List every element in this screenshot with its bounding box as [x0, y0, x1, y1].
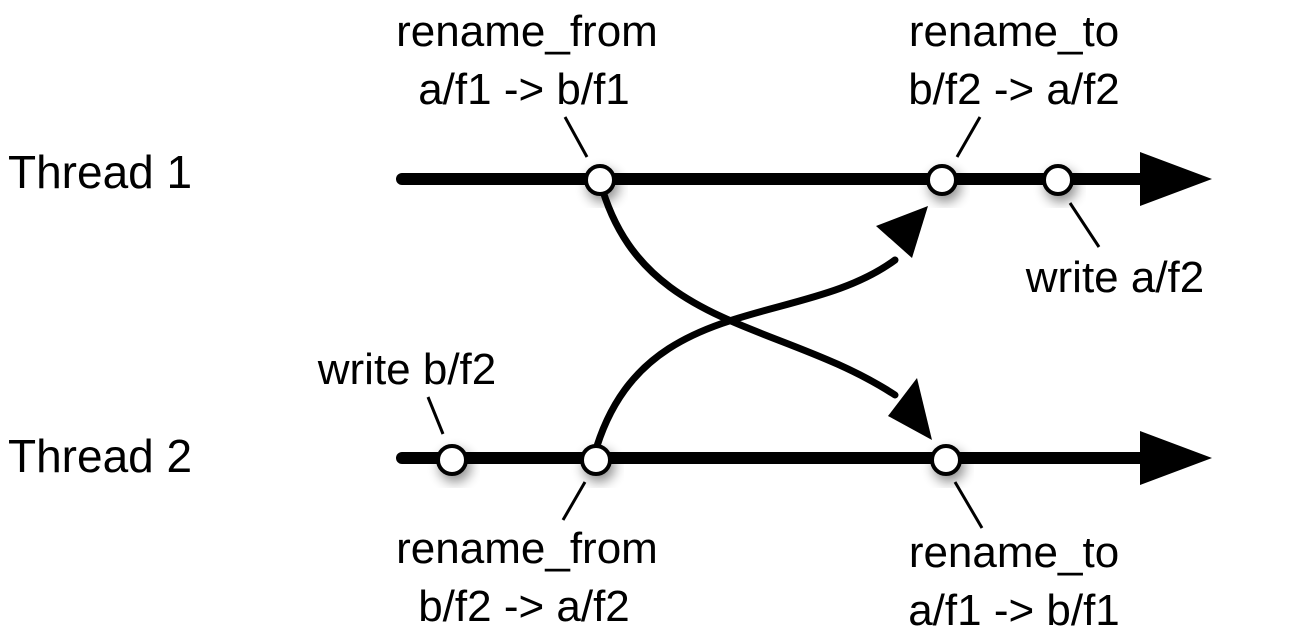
leader-t2-rename-from — [561, 481, 587, 521]
label-t2-rename-to-paths: a/f1 -> b/f1 — [908, 586, 1120, 635]
label-t2-rename-to-op: rename_to — [909, 528, 1119, 577]
label-t1-rename-from-op: rename_from — [396, 7, 658, 56]
dependency-curve-t1-to-t2 — [596, 177, 899, 399]
label-t1-rename-to-paths: b/f2 -> a/f2 — [908, 65, 1120, 114]
thread-1-label: Thread 1 — [8, 146, 192, 198]
event-node-t1-rename-to — [926, 164, 958, 196]
label-t2-write: write b/f2 — [317, 345, 497, 394]
leader-t2-write — [426, 396, 445, 435]
event-node-t2-write — [436, 444, 468, 476]
leader-t1-rename-from — [563, 116, 589, 158]
label-t2-write-text: write b/f2 — [317, 345, 497, 394]
leader-t2-rename-to — [953, 481, 984, 529]
label-t1-rename-from: rename_from a/f1 -> b/f1 — [396, 7, 658, 114]
leader-t1-rename-to — [955, 116, 982, 158]
label-t2-rename-to: rename_to a/f1 -> b/f1 — [908, 528, 1120, 635]
dependency-arrowhead-t2 — [888, 378, 932, 440]
label-t1-write-text: write a/f2 — [1025, 253, 1205, 302]
event-node-t2-rename-to — [930, 444, 962, 476]
event-node-t2-rename-from — [580, 444, 612, 476]
thread-1-arrowhead — [1140, 152, 1212, 206]
dependency-arrowhead-t1 — [876, 206, 928, 258]
label-t1-rename-to: rename_to b/f2 -> a/f2 — [908, 7, 1120, 114]
event-node-t1-write — [1042, 164, 1074, 196]
leader-t1-write — [1068, 202, 1101, 248]
label-t1-write: write a/f2 — [1025, 253, 1205, 302]
label-t1-rename-to-op: rename_to — [909, 7, 1119, 56]
event-node-t1-rename-from — [584, 164, 616, 196]
label-t1-rename-from-paths: a/f1 -> b/f1 — [418, 65, 630, 114]
label-t2-rename-from: rename_from b/f2 -> a/f2 — [396, 524, 658, 631]
dependency-curve-t2-to-t1 — [590, 256, 899, 460]
thread-2-arrowhead — [1140, 431, 1212, 485]
thread-2-label: Thread 2 — [8, 430, 192, 482]
label-t2-rename-from-op: rename_from — [396, 524, 658, 573]
label-t2-rename-from-paths: b/f2 -> a/f2 — [418, 582, 630, 631]
